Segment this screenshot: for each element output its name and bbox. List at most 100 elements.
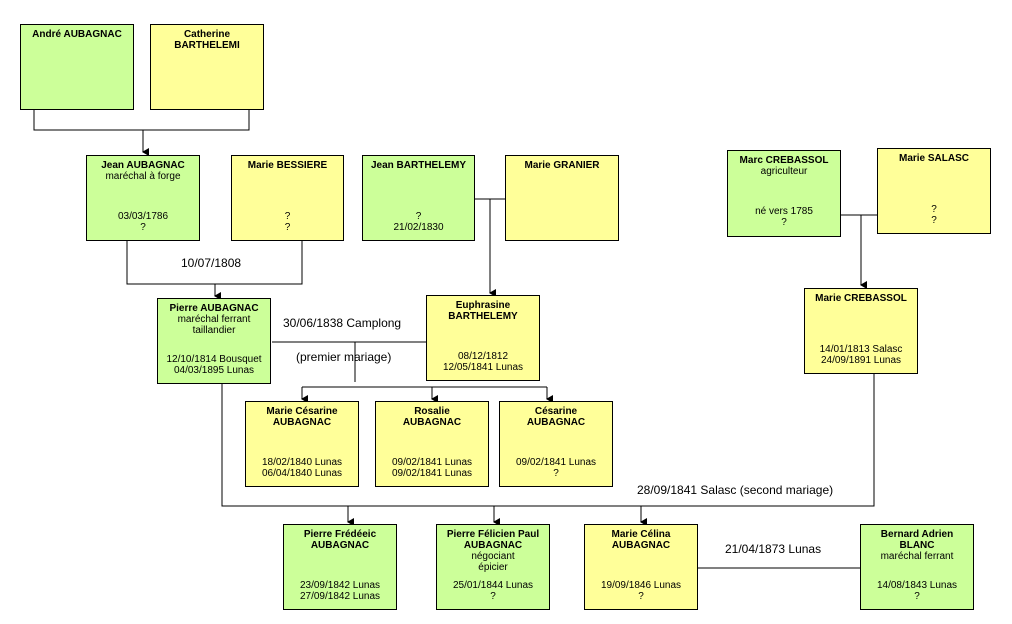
death-date: ? bbox=[140, 222, 146, 233]
birth-date: ? bbox=[284, 211, 291, 222]
death-date: 04/03/1895 Lunas bbox=[173, 365, 255, 376]
birth-date: 09/02/1841 Lunas bbox=[515, 457, 597, 468]
death-date: 21/02/1830 bbox=[393, 222, 444, 233]
spacer bbox=[232, 171, 343, 211]
person-name: Marie GRANIER bbox=[506, 160, 618, 171]
birth-date: 03/03/1786 bbox=[117, 211, 169, 222]
marriage-date-1873: 21/04/1873 Lunas bbox=[725, 542, 822, 556]
person-name-line: Marie GRANIER bbox=[524, 160, 600, 171]
person-name: Marie BESSIERE bbox=[232, 160, 343, 171]
marriage-date-1808: 10/07/1808 bbox=[181, 256, 242, 270]
person-marie-granier: Marie GRANIER bbox=[505, 155, 619, 241]
person-name: Marc CREBASSOL bbox=[728, 155, 840, 166]
person-name-line: Pierre AUBAGNAC bbox=[169, 303, 259, 314]
person-name: Jean BARTHELEMY bbox=[363, 160, 474, 171]
person-name-line: BARTHELEMI bbox=[174, 40, 240, 51]
person-name-line: Marie BESSIERE bbox=[247, 160, 328, 171]
person-occupation: taillandier bbox=[192, 325, 236, 336]
birth-date: 12/10/1814 Bousquet bbox=[166, 354, 262, 365]
person-name-line: Euphrasine bbox=[455, 300, 511, 311]
spacer bbox=[585, 551, 697, 580]
person-occupation: maréchal à forge bbox=[105, 171, 181, 182]
spacer bbox=[437, 573, 549, 580]
birth-date: 08/12/1812 bbox=[457, 351, 509, 362]
birth-date: ? bbox=[415, 211, 422, 222]
spacer bbox=[376, 428, 488, 457]
person-name-line: André AUBAGNAC bbox=[32, 29, 122, 40]
spacer bbox=[861, 562, 973, 580]
birth-date: 23/09/1842 Lunas bbox=[299, 580, 381, 591]
person-marie-salasc: Marie SALASC?? bbox=[877, 148, 991, 234]
death-date: 27/09/1842 Lunas bbox=[299, 591, 381, 602]
death-date: 12/05/1841 Lunas bbox=[442, 362, 524, 373]
spacer bbox=[87, 182, 199, 211]
spacer bbox=[363, 171, 474, 211]
person-name-line: AUBAGNAC bbox=[272, 417, 332, 428]
death-date: 24/09/1891 Lunas bbox=[820, 355, 902, 366]
person-name: Jean AUBAGNAC bbox=[87, 160, 199, 171]
spacer bbox=[500, 428, 612, 457]
person-andre-aubagnac: André AUBAGNAC bbox=[20, 24, 134, 110]
death-date: ? bbox=[490, 591, 496, 602]
death-date: ? bbox=[638, 591, 644, 602]
spacer bbox=[427, 322, 539, 351]
person-name-line: Rosalie bbox=[414, 406, 450, 417]
person-name: André AUBAGNAC bbox=[21, 29, 133, 40]
person-name-line: Pierre Frédéeic bbox=[303, 529, 377, 540]
person-name-line: Jean BARTHELEMY bbox=[370, 160, 466, 171]
person-occupation: épicier bbox=[478, 562, 508, 573]
person-name-line: Marie Césarine bbox=[266, 406, 338, 417]
person-name-line: AUBAGNAC bbox=[402, 417, 462, 428]
person-name: Marie SALASC bbox=[878, 153, 990, 164]
person-name-line: Marie SALASC bbox=[898, 153, 969, 164]
spacer bbox=[158, 336, 270, 354]
birth-date: 14/08/1843 Lunas bbox=[876, 580, 958, 591]
death-date: ? bbox=[781, 217, 787, 228]
person-name-line: Pierre Félicien Paul bbox=[446, 529, 540, 540]
person-name-line: BARTHELEMY bbox=[448, 311, 518, 322]
birth-date: 19/09/1846 Lunas bbox=[600, 580, 682, 591]
spacer bbox=[284, 551, 396, 580]
person-name-line: Marie Célina bbox=[611, 529, 671, 540]
person-name-line: AUBAGNAC bbox=[310, 540, 370, 551]
marriage-date-1841: 28/09/1841 Salasc (second mariage) bbox=[637, 483, 834, 497]
person-occupation: maréchal ferrant bbox=[880, 551, 954, 562]
death-date: 06/04/1840 Lunas bbox=[261, 468, 343, 479]
person-name-line: Marc CREBASSOL bbox=[739, 155, 829, 166]
birth-date: 25/01/1844 Lunas bbox=[452, 580, 534, 591]
marriage-date-1838: 30/06/1838 Camplong bbox=[283, 316, 402, 330]
person-occupation: agriculteur bbox=[760, 166, 808, 177]
spacer bbox=[878, 164, 990, 204]
person-name-line: AUBAGNAC bbox=[463, 540, 523, 551]
person-occupation: maréchal ferrant bbox=[177, 314, 251, 325]
death-date: ? bbox=[931, 215, 937, 226]
death-date: ? bbox=[284, 222, 291, 233]
person-name-line: AUBAGNAC bbox=[526, 417, 586, 428]
person-name-line: Bernard Adrien bbox=[880, 529, 954, 540]
person-name-line: BLANC bbox=[899, 540, 935, 551]
birth-date: 14/01/1813 Salasc bbox=[819, 344, 903, 355]
person-jean-barthelemy: Jean BARTHELEMY?21/02/1830 bbox=[362, 155, 475, 241]
person-name: Pierre AUBAGNAC bbox=[158, 303, 270, 314]
death-date: ? bbox=[914, 591, 920, 602]
person-name-line: AUBAGNAC bbox=[611, 540, 671, 551]
